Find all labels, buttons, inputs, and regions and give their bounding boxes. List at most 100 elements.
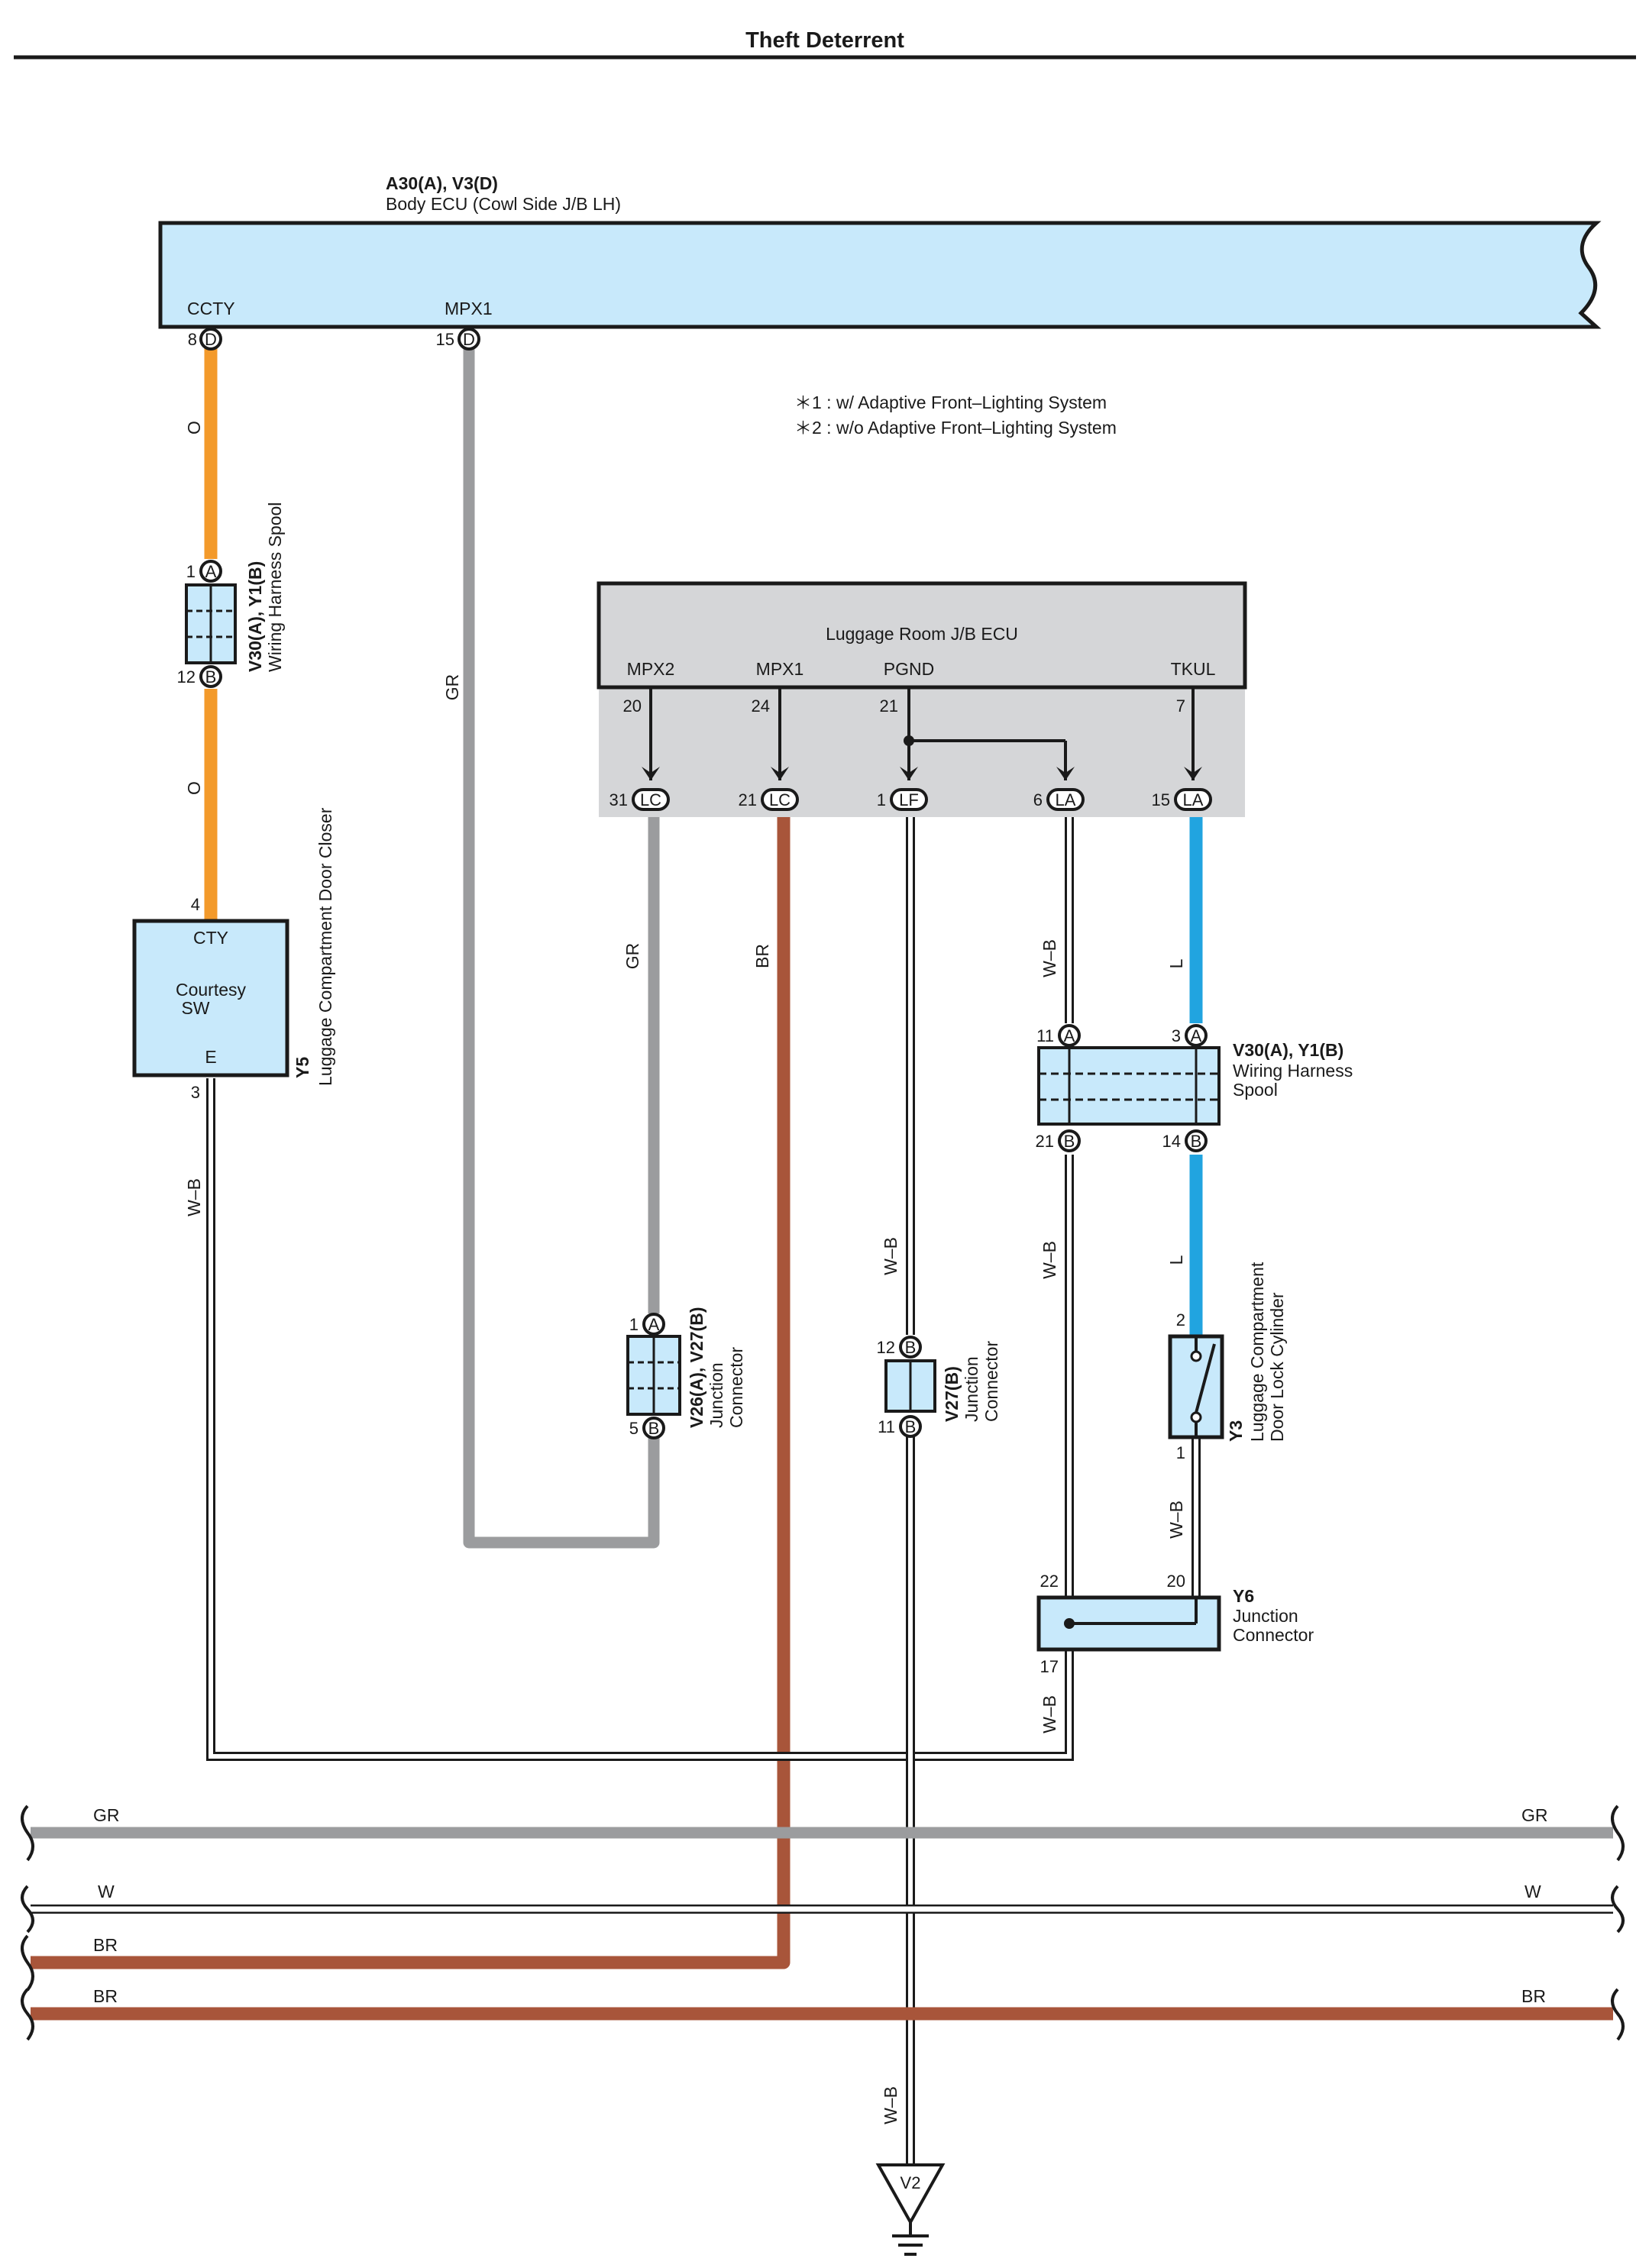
wire-label-wb-la-3: W–B bbox=[1040, 1695, 1059, 1733]
v27-code: V27(B) bbox=[942, 1366, 962, 1422]
wire-label-br: BR bbox=[752, 944, 772, 968]
svg-text:LA: LA bbox=[1183, 790, 1204, 809]
page-title: Theft Deterrent bbox=[745, 28, 904, 53]
svg-text:3: 3 bbox=[1172, 1026, 1181, 1045]
svg-text:LA: LA bbox=[1056, 790, 1076, 809]
svg-text:12: 12 bbox=[877, 1338, 895, 1357]
svg-text:TKUL: TKUL bbox=[1171, 659, 1216, 679]
y5-name: Luggage Compartment Door Closer bbox=[315, 807, 335, 1086]
svg-text:Wiring Harness: Wiring Harness bbox=[1233, 1061, 1353, 1081]
svg-text:CTY: CTY bbox=[193, 928, 228, 948]
y6-code: Y6 bbox=[1233, 1586, 1254, 1606]
wire-label-wb-la-1: W–B bbox=[1040, 939, 1059, 977]
spool-right: A 11 A 3 B 21 B 14 V30(A), Y1(B) Wiring … bbox=[1036, 1024, 1353, 1152]
svg-text:V2: V2 bbox=[900, 2173, 921, 2192]
bus-w-label-left: W bbox=[98, 1882, 115, 1901]
v26-code: V26(A), V27(B) bbox=[687, 1307, 706, 1428]
spool-right-code: V30(A), Y1(B) bbox=[1233, 1040, 1343, 1060]
spool-left-name: Wiring Harness Spool bbox=[265, 502, 285, 672]
body-ecu-code: A30(A), V3(D) bbox=[386, 173, 498, 193]
svg-text:1: 1 bbox=[877, 790, 886, 809]
note-2: ＊2 : w/o Adaptive Front–Lighting System bbox=[794, 418, 1117, 438]
y3-door-lock-cylinder: 2 1 Y3 Luggage Compartment Door Lock Cyl… bbox=[1168, 1262, 1287, 1462]
svg-text:Connector: Connector bbox=[981, 1341, 1001, 1422]
svg-text:24: 24 bbox=[752, 696, 770, 716]
svg-text:MPX2: MPX2 bbox=[627, 659, 675, 679]
bus-br-label-2: BR bbox=[93, 1986, 118, 2006]
wire-label-gr-2: GR bbox=[622, 943, 642, 970]
bus-br-label-1: BR bbox=[93, 1935, 118, 1955]
svg-text:Spool: Spool bbox=[1233, 1080, 1278, 1100]
wire-label-l-1: L bbox=[1166, 958, 1186, 968]
svg-text:E: E bbox=[205, 1047, 216, 1067]
svg-text:A: A bbox=[1191, 1026, 1202, 1045]
bus-gr-label-right: GR bbox=[1521, 1805, 1548, 1825]
svg-text:PGND: PGND bbox=[884, 659, 934, 679]
svg-text:B: B bbox=[648, 1419, 660, 1438]
ground-v2: V2 bbox=[875, 2163, 946, 2256]
wire-br-mpx1 bbox=[31, 816, 791, 1969]
svg-text:6: 6 bbox=[1033, 790, 1043, 809]
bus-br-label-right: BR bbox=[1521, 1986, 1546, 2006]
svg-text:2: 2 bbox=[1176, 1310, 1185, 1329]
wire-label-wb-y3: W–B bbox=[1166, 1501, 1186, 1539]
wire-label-o-1: O bbox=[184, 421, 204, 435]
y5-door-closer: CTY Courtesy SW E 4 3 Y5 Luggage Compart… bbox=[132, 807, 335, 1102]
note-1: ＊1 : w/ Adaptive Front–Lighting System bbox=[794, 393, 1107, 412]
svg-text:LC: LC bbox=[640, 790, 661, 809]
wire-gr-mpx1 bbox=[463, 348, 660, 1549]
svg-text:Connector: Connector bbox=[726, 1347, 746, 1428]
svg-text:B: B bbox=[205, 667, 217, 687]
bus-break-marks bbox=[21, 1804, 1625, 2041]
svg-text:LF: LF bbox=[899, 790, 919, 809]
y6-junction-connector: 22 20 17 Y6 Junction Connector bbox=[1036, 1572, 1314, 1676]
svg-text:17: 17 bbox=[1040, 1657, 1059, 1676]
svg-text:LC: LC bbox=[769, 790, 791, 809]
svg-text:B: B bbox=[1191, 1132, 1202, 1151]
svg-text:11: 11 bbox=[878, 1417, 895, 1436]
svg-text:Courtesy: Courtesy bbox=[176, 980, 247, 1000]
body-ecu-box bbox=[158, 221, 1602, 329]
v27-junction-connector: B 12 B 11 V27(B) Junction Connector bbox=[877, 1336, 1001, 1438]
wire-label-wb-lf-1: W–B bbox=[881, 1237, 900, 1275]
svg-text:A: A bbox=[1064, 1026, 1075, 1045]
wire-label-gr-1: GR bbox=[442, 674, 462, 701]
bus-w-label-right: W bbox=[1525, 1882, 1541, 1901]
luggage-ecu: Luggage Room J/B ECU MPX2 MPX1 PGND TKUL… bbox=[597, 581, 1247, 817]
svg-text:3: 3 bbox=[191, 1083, 200, 1102]
spool-left: A 1 B 12 V30(A), Y1(B) Wiring Harness Sp… bbox=[177, 502, 285, 688]
svg-text:B: B bbox=[905, 1338, 917, 1357]
svg-text:5: 5 bbox=[629, 1419, 639, 1438]
svg-text:Junction: Junction bbox=[706, 1362, 726, 1428]
svg-text:21: 21 bbox=[880, 696, 898, 716]
svg-text:7: 7 bbox=[1176, 696, 1185, 716]
wire-label-wb-y5: W–B bbox=[184, 1178, 204, 1216]
svg-text:1: 1 bbox=[186, 562, 196, 581]
svg-text:Junction: Junction bbox=[962, 1356, 981, 1422]
v26-junction-connector: A 1 B 5 V26(A), V27(B) Junction Connecto… bbox=[626, 1307, 746, 1439]
svg-text:D: D bbox=[205, 330, 217, 349]
svg-text:Junction: Junction bbox=[1233, 1606, 1298, 1626]
y3-code: Y3 bbox=[1226, 1420, 1246, 1442]
y5-code: Y5 bbox=[293, 1057, 312, 1078]
svg-text:1: 1 bbox=[1176, 1443, 1185, 1462]
svg-text:14: 14 bbox=[1162, 1132, 1181, 1151]
wire-label-o-2: O bbox=[184, 781, 204, 795]
svg-text:20: 20 bbox=[623, 696, 642, 716]
svg-text:15: 15 bbox=[436, 330, 454, 349]
spool-left-code: V30(A), Y1(B) bbox=[245, 561, 265, 672]
terminal-mpx1-body: MPX1 bbox=[445, 299, 493, 318]
svg-text:B: B bbox=[905, 1417, 917, 1436]
wire-label-wb-lf-2: W–B bbox=[881, 2086, 900, 2124]
bus-gr-label-left: GR bbox=[93, 1805, 120, 1825]
wire-label-l-2: L bbox=[1166, 1255, 1186, 1265]
wire-label-wb-la-2: W–B bbox=[1040, 1241, 1059, 1279]
svg-text:12: 12 bbox=[177, 667, 196, 687]
luggage-ecu-name: Luggage Room J/B ECU bbox=[826, 624, 1018, 644]
wire-wb-group bbox=[206, 816, 1201, 2165]
svg-text:21: 21 bbox=[1036, 1132, 1054, 1151]
body-ecu-name: Body ECU (Cowl Side J/B LH) bbox=[386, 194, 621, 214]
svg-text:1: 1 bbox=[629, 1315, 639, 1334]
terminal-ccty: CCTY bbox=[187, 299, 235, 318]
